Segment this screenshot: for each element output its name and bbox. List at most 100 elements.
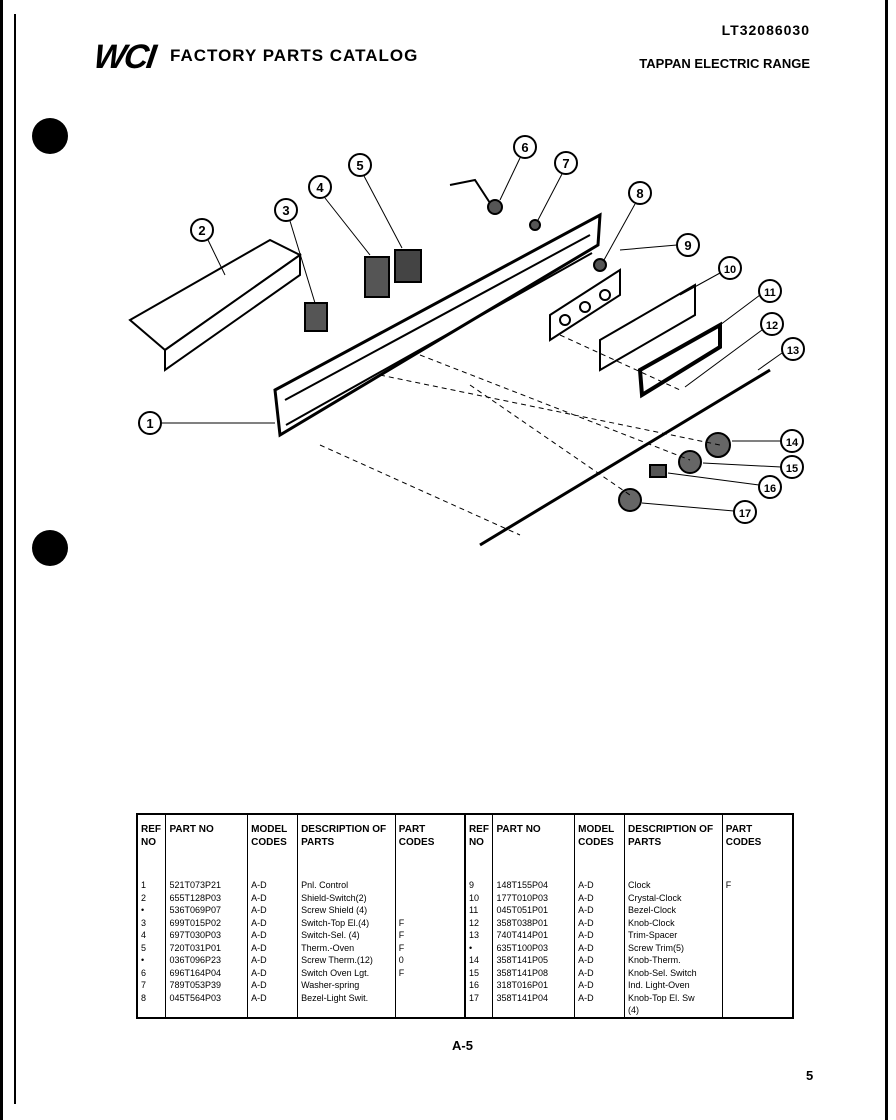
header-ref: REF NO — [138, 815, 167, 857]
cell-code: F — [725, 880, 732, 890]
page-number: 5 — [806, 1068, 814, 1083]
cell-model: A-D — [574, 904, 626, 917]
cell-part: 177T010P03 — [492, 891, 576, 905]
cell-code — [395, 991, 466, 1005]
cell-ref: • — [138, 904, 167, 917]
svg-text:8: 8 — [636, 186, 643, 201]
header-desc: DESCRIPTION OF PARTS — [624, 815, 723, 857]
cell-desc: (4) — [624, 1004, 723, 1017]
cell-model — [574, 1004, 626, 1017]
cell-code — [722, 1004, 792, 1017]
cell-desc: Pnl. Control — [297, 879, 396, 892]
cell-part: 697T030P03 — [165, 929, 249, 942]
cell-desc: Switch Oven Lgt. — [297, 966, 396, 980]
header-model: MODEL CODES — [574, 815, 626, 857]
cell-code — [722, 917, 792, 930]
oven-thermostat — [394, 249, 422, 283]
cell-model: A-D — [574, 941, 626, 955]
svg-text:1: 1 — [146, 416, 153, 431]
cell-code — [722, 992, 792, 1005]
cell-ref: 7 — [138, 979, 167, 992]
selector-knob — [678, 450, 702, 474]
cell-ref: 6 — [138, 966, 167, 980]
cell-part: 789T053P39 — [165, 979, 249, 992]
cell-desc: Knob-Therm. — [624, 954, 723, 967]
cell-desc — [297, 1004, 396, 1017]
wci-logo: WCI — [91, 38, 157, 76]
product-title: TAPPAN ELECTRIC RANGE — [639, 56, 810, 71]
cell-desc: Washer-spring — [297, 979, 396, 992]
cell-code: F — [395, 966, 466, 980]
callout-5: 5 — [348, 153, 403, 249]
clock-crystal — [599, 283, 696, 372]
cell-ref: 15 — [464, 966, 494, 980]
cell-model: A-D — [247, 916, 299, 930]
cell-part: 536T069P07 — [165, 904, 249, 917]
cell-ref — [138, 1004, 167, 1017]
cell-ref: 14 — [464, 954, 494, 967]
callout-16: 16 — [667, 472, 782, 499]
cell-desc: Knob-Top El. Sw — [624, 991, 723, 1005]
cell-part: 655T128P03 — [165, 891, 249, 905]
cell-ref: 13 — [464, 929, 494, 942]
cell-ref: 5 — [138, 941, 167, 955]
cell-code — [722, 954, 792, 967]
cell-ref: 10 — [464, 891, 494, 905]
callout-4: 4 — [308, 175, 371, 256]
cell-model: A-D — [574, 891, 626, 905]
cell-desc: Switch-Top El.(4) — [297, 916, 396, 930]
cell-code — [395, 879, 466, 892]
page-border-left — [14, 14, 16, 1104]
oven-indicator-light — [649, 464, 667, 478]
cell-part: 699T015P02 — [165, 916, 249, 930]
binder-hole-bottom — [32, 530, 68, 566]
cell-part: 318T016P01 — [492, 979, 576, 992]
cell-ref: 9 — [464, 879, 494, 892]
clock — [549, 268, 621, 342]
svg-text:4: 4 — [316, 180, 324, 195]
cell-model: A-D — [574, 991, 626, 1005]
cell-part: 045T564P03 — [165, 991, 249, 1005]
cell-desc: Trim-Spacer — [624, 929, 723, 942]
svg-text:5: 5 — [356, 158, 363, 173]
trim-spacer — [479, 368, 771, 547]
header-codes: PART CODES — [395, 815, 466, 857]
callout-12: 12 — [684, 312, 784, 388]
table-row: (4) — [138, 1004, 792, 1017]
header-part: PART NO — [165, 815, 249, 857]
table-header-row: REF NO PART NO MODEL CODES DESCRIPTION O… — [138, 815, 792, 857]
header-ref: REF NO — [464, 815, 494, 857]
cell-ref: • — [464, 941, 494, 955]
cell-model: A-D — [247, 879, 299, 892]
cell-model: A-D — [247, 891, 299, 905]
callout-8: 8 — [603, 181, 652, 261]
callout-11: 11 — [719, 279, 782, 326]
cell-part — [492, 1004, 576, 1017]
callout-10: 10 — [679, 256, 742, 296]
cell-code — [722, 904, 792, 917]
cell-model: A-D — [574, 966, 626, 980]
cell-part: 635T100P03 — [492, 941, 576, 955]
cell-part: 720T031P01 — [165, 941, 249, 955]
svg-text:10: 10 — [724, 264, 736, 276]
cell-desc: Clock — [624, 879, 723, 892]
callout-14: 14 — [732, 429, 804, 453]
cell-ref: 8 — [138, 991, 167, 1005]
cell-ref: 2 — [138, 891, 167, 905]
svg-text:3: 3 — [282, 203, 289, 218]
callout-15: 15 — [702, 455, 804, 479]
parts-table: REF NO PART NO MODEL CODES DESCRIPTION O… — [136, 813, 794, 1019]
callout-2: 2 — [190, 218, 226, 276]
callout-6: 6 — [499, 135, 537, 201]
svg-text:6: 6 — [521, 140, 528, 155]
svg-text:13: 13 — [787, 345, 799, 357]
model-code: LT32086030 — [721, 22, 810, 38]
spring-washer — [529, 219, 541, 231]
cell-code — [395, 1004, 466, 1017]
cell-model: A-D — [574, 954, 626, 967]
